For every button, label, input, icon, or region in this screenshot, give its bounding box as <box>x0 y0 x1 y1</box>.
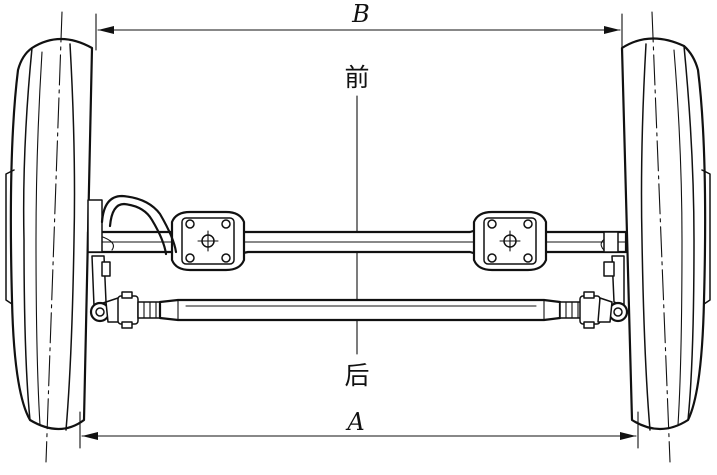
left-knuckle-arm <box>89 255 111 323</box>
dimension-b: B <box>95 0 623 51</box>
tie-rod <box>105 291 613 329</box>
right-knuckle-arm <box>603 255 629 323</box>
left-wheel <box>5 11 94 463</box>
steering-arm <box>100 194 178 256</box>
left-spring-seat <box>170 210 246 272</box>
front-label: 前 <box>344 63 369 92</box>
dimension-a-label: A <box>345 408 364 436</box>
dimension-b-label: B <box>351 0 370 28</box>
dimension-a: A <box>79 408 639 449</box>
rear-label: 后 <box>344 361 369 390</box>
right-spring-seat <box>472 210 548 272</box>
right-wheel <box>620 11 711 463</box>
